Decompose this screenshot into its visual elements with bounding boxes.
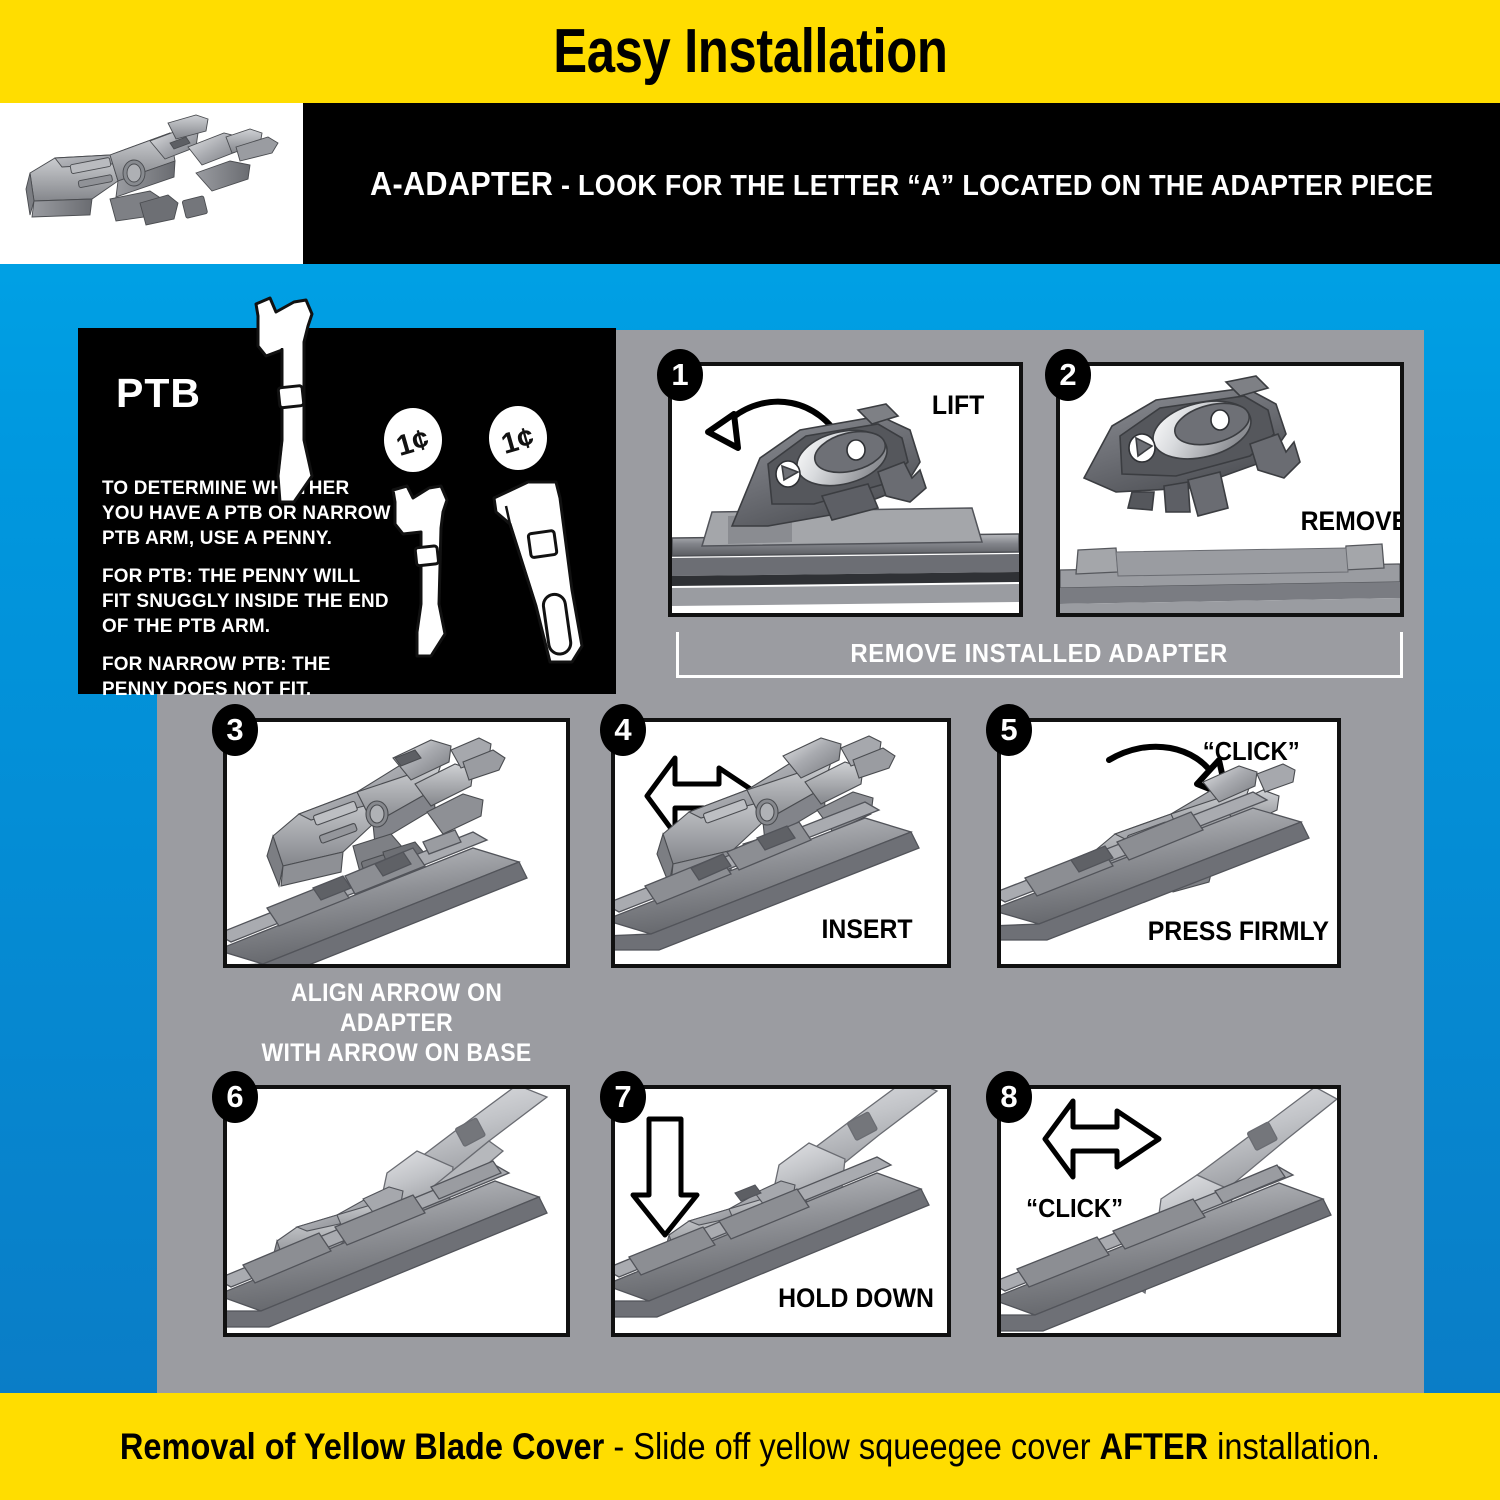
step-6-illustration [227, 1089, 549, 1328]
step-7-illustration: HOLD DOWN [615, 1089, 939, 1318]
narrow-ptb-penny-icon: 1¢ [476, 406, 606, 671]
step-3-caption: ALIGN ARROW ON ADAPTER WITH ARROW ON BAS… [261, 979, 532, 1067]
step-badge-6: 6 [212, 1071, 258, 1123]
press-arrow-icon [1106, 743, 1218, 781]
ptb-intro-text: TO DETERMINE WHETHER YOU HAVE A PTB OR N… [102, 477, 391, 549]
step-badge-7: 7 [600, 1071, 646, 1123]
adapter-subheader: A-ADAPTER - LOOK FOR THE LETTER “A” LOCA… [303, 103, 1500, 264]
step-panel-5: “CLICK” PRESS FIRMLY [997, 718, 1341, 968]
header-banner: Easy Installation [0, 0, 1500, 103]
ptb-body: TO DETERMINE WHETHER YOU HAVE A PTB OR N… [102, 476, 402, 715]
ptb-for-narrow-text: THE PENNY DOES NOT FIT. [102, 653, 331, 700]
a-adapter-icon [25, 114, 279, 226]
svg-text:1¢: 1¢ [498, 421, 538, 461]
ptb-for-ptb-paragraph: FOR PTB: THE PENNY WILL FIT SNUGGLY INSI… [102, 564, 393, 639]
step-panel-2: REMOVE [1056, 362, 1404, 617]
click-arrow-icon [1042, 1098, 1162, 1180]
step-badge-2: 2 [1045, 349, 1091, 401]
svg-text:PRESS FIRMLY: PRESS FIRMLY [1148, 917, 1329, 946]
ptb-for-ptb-text: THE PENNY WILL FIT SNUGGLY INSIDE THE EN… [102, 565, 389, 637]
footer-bold-lead: Removal of Yellow Blade Cover [119, 1425, 605, 1467]
step-panel-4: INSERT [611, 718, 951, 968]
step-2-illustration: REMOVE [1060, 375, 1400, 613]
ptb-title: PTB [116, 370, 201, 416]
step-badge-8: 8 [986, 1071, 1032, 1123]
ptb-for-ptb-label: FOR PTB: [102, 565, 193, 587]
ptb-for-narrow-paragraph: FOR NARROW PTB: THE PENNY DOES NOT FIT. [102, 652, 393, 702]
step-panel-1: LIFT [668, 362, 1023, 617]
step-8-illustration: “CLICK” [1001, 1089, 1337, 1332]
footer-instruction-1: Slide off yellow squeegee cover [633, 1425, 1100, 1467]
step-panel-8: “CLICK” [997, 1085, 1341, 1337]
remove-adapter-group-bracket: REMOVE INSTALLED ADAPTER [676, 632, 1403, 678]
svg-text:1¢: 1¢ [393, 423, 433, 463]
ptb-info-box: PTB TO DETERMINE WHETHER YOU HAVE A PTB … [78, 296, 616, 700]
svg-text:LIFT: LIFT [932, 391, 985, 420]
step-3-illustration [227, 737, 528, 964]
step-badge-3: 3 [212, 704, 258, 756]
step-badge-1: 1 [657, 349, 703, 401]
step-panel-7: HOLD DOWN [611, 1085, 951, 1337]
step-badge-5: 5 [986, 704, 1032, 756]
step-5-illustration: “CLICK” PRESS FIRMLY [1001, 737, 1329, 946]
svg-text:REMOVE: REMOVE [1301, 507, 1400, 536]
ptb-for-narrow-label: FOR NARROW PTB: [102, 653, 287, 675]
svg-text:“CLICK”: “CLICK” [1026, 1194, 1123, 1223]
adapter-thumbnail-box [0, 103, 303, 264]
step-panel-3 [223, 718, 570, 968]
adapter-name: A-ADAPTER [369, 164, 554, 202]
svg-text:HOLD DOWN: HOLD DOWN [778, 1284, 934, 1313]
footer-after-emphasis: AFTER [1099, 1425, 1209, 1467]
step-1-illustration: LIFT [672, 391, 1019, 606]
hold-down-arrow-icon [630, 1116, 700, 1238]
footer-instruction-2: installation. [1208, 1425, 1381, 1467]
remove-adapter-group-label: REMOVE INSTALLED ADAPTER [850, 638, 1229, 668]
step-4-illustration: INSERT [615, 735, 920, 951]
step-badge-4: 4 [600, 704, 646, 756]
adapter-instruction: - LOOK FOR THE LETTER “A” LOCATED ON THE… [553, 169, 1434, 202]
step-panel-6 [223, 1085, 570, 1337]
page-title: Easy Installation [552, 17, 948, 86]
adapter-subheader-text: A-ADAPTER - LOOK FOR THE LETTER “A” LOCA… [370, 165, 1433, 203]
footer-dash: - [604, 1425, 634, 1467]
footer-banner: Removal of Yellow Blade Cover - Slide of… [0, 1393, 1500, 1500]
svg-text:“CLICK”: “CLICK” [1203, 737, 1300, 766]
svg-text:INSERT: INSERT [822, 915, 913, 944]
footer-text: Removal of Yellow Blade Cover - Slide of… [120, 1426, 1380, 1468]
